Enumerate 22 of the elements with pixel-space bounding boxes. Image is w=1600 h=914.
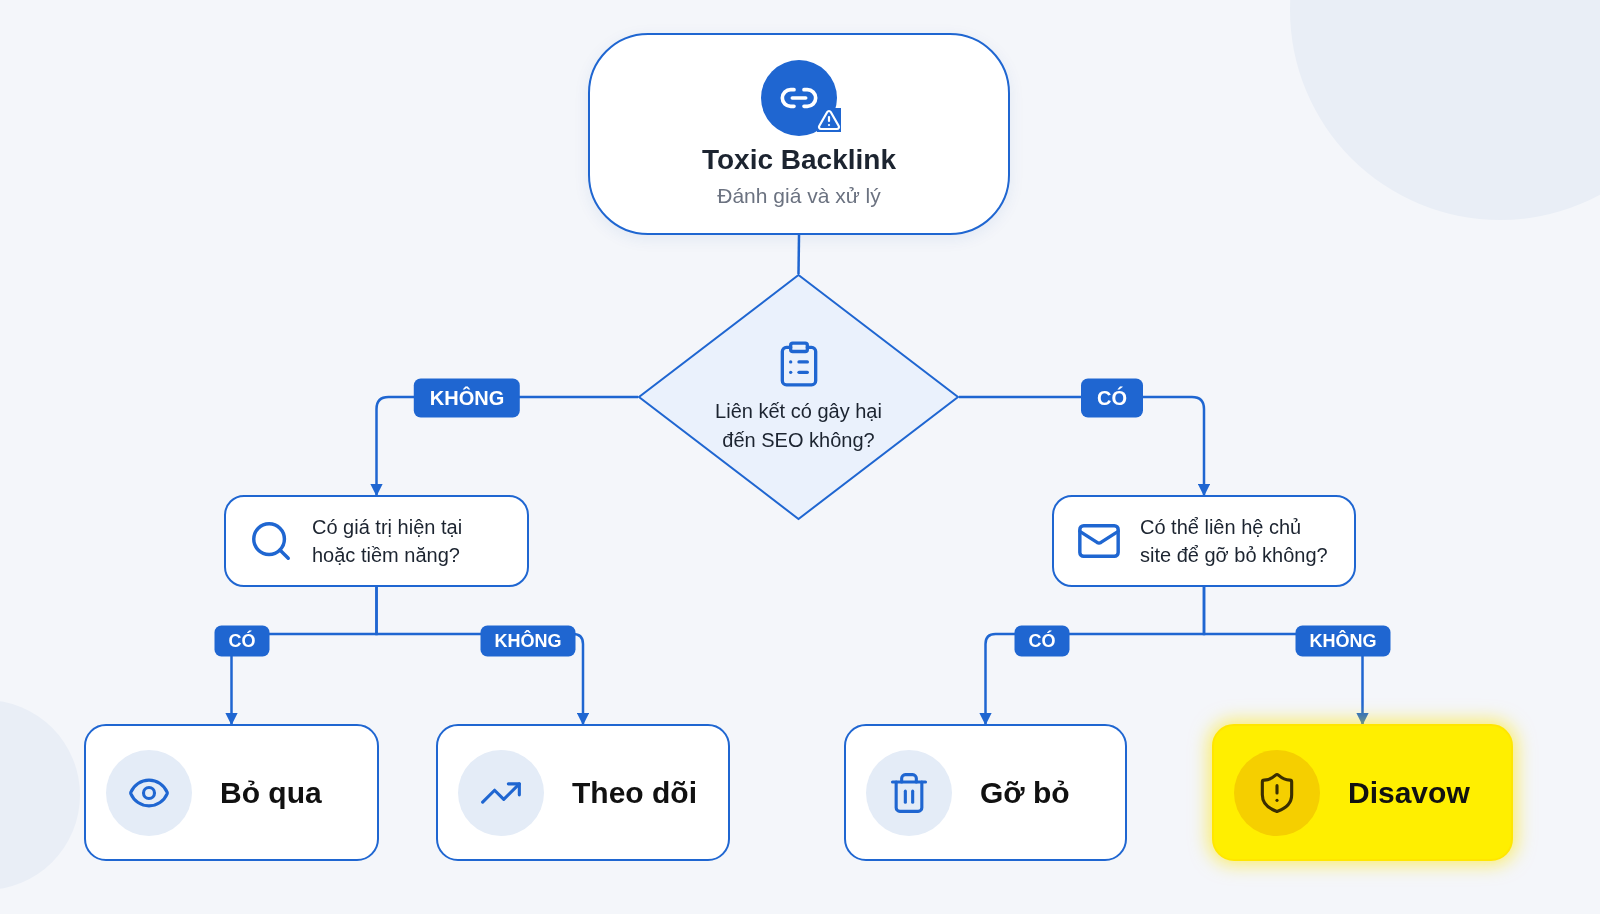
action-label: Gỡ bỏ <box>980 775 1070 810</box>
edge-label: CÓ <box>1081 378 1143 418</box>
edge-label: KHÔNG <box>413 378 521 418</box>
action-label: Theo dõi <box>572 775 697 810</box>
action-box <box>436 724 730 861</box>
edge-label: CÓ <box>214 625 270 657</box>
action-label: Bỏ qua <box>220 775 322 810</box>
highlighted-action-box <box>1212 724 1513 861</box>
start-box <box>588 33 1010 235</box>
subtitle-text: Đánh giá và xử lý <box>717 184 881 208</box>
edge-label: KHÔNG <box>1295 625 1391 657</box>
question-box <box>1052 495 1356 587</box>
action-label: Disavow <box>1348 775 1470 810</box>
question-box <box>224 495 529 587</box>
question-text: Có thể liên hệ chủ site để gỡ bỏ không? <box>1140 515 1329 568</box>
edge-label: KHÔNG <box>480 625 576 657</box>
action-box <box>84 724 379 861</box>
title-text: Toxic Backlink <box>702 144 896 176</box>
question-text: Có giá trị hiện tại hoặc tiềm năng? <box>312 515 464 568</box>
action-box <box>844 724 1127 861</box>
question-text: Liên kết có gây hại đến SEO không? <box>714 399 883 453</box>
edge-label: CÓ <box>1014 625 1070 657</box>
